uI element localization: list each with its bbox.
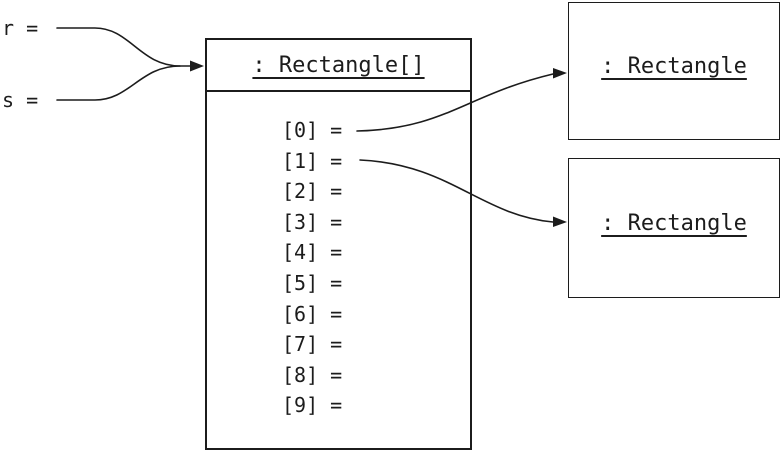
- array-slot-9: [9] =: [282, 393, 343, 417]
- rect2-arrowhead: [553, 216, 567, 227]
- rectangle-object-box-2-title: : Rectangle: [601, 210, 747, 236]
- variable-label-r: r =: [2, 16, 39, 40]
- array-slot-3: [3] =: [282, 210, 343, 234]
- rectangle-object-box-1: : Rectangle: [568, 2, 780, 140]
- array-slot-2: [2] =: [282, 179, 343, 203]
- rectangle-object-box-1-title: : Rectangle: [601, 53, 747, 79]
- array-slot-6: [6] =: [282, 302, 343, 326]
- array-slot-0: [0] =: [282, 118, 343, 142]
- s-pointer-curve: [56, 65, 181, 101]
- array-arrowhead: [190, 60, 204, 72]
- rect1-arrowhead: [553, 68, 567, 79]
- rectangle-object-box-2: : Rectangle: [568, 158, 780, 298]
- variable-label-s: s =: [2, 88, 39, 112]
- array-slot-7: [7] =: [282, 332, 343, 356]
- array-slot-list: [0] = [1] = [2] = [3] = [4] = [5] = [6] …: [207, 40, 470, 448]
- array-slot-8: [8] =: [282, 363, 343, 387]
- array-slot-1: [1] =: [282, 149, 343, 173]
- array-slot-4: [4] =: [282, 240, 343, 264]
- array-slot-5: [5] =: [282, 271, 343, 295]
- r-pointer-curve: [56, 27, 193, 67]
- array-object-box: : Rectangle[] [0] = [1] = [2] = [3] = [4…: [205, 38, 472, 450]
